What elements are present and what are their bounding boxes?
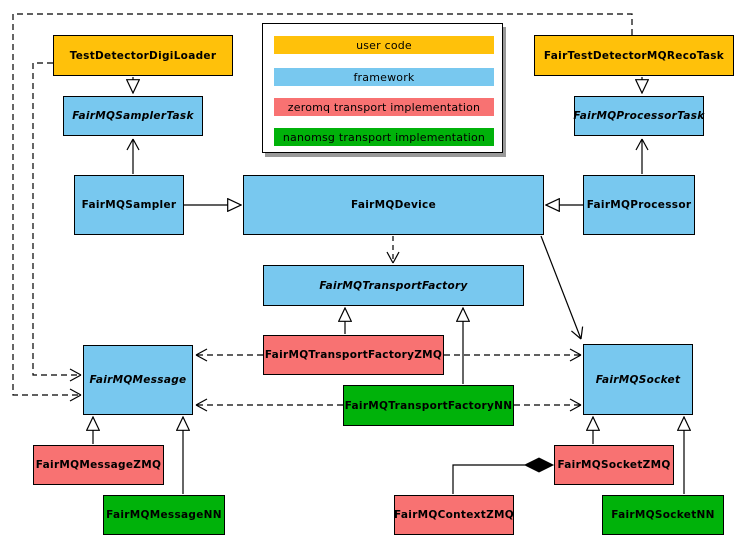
class-box-fairmqtransportfactorynn: FairMQTransportFactoryNN <box>343 385 514 426</box>
class-box-fairmqdevice: FairMQDevice <box>243 175 544 235</box>
class-box-fairmqsocketzmq: FairMQSocketZMQ <box>554 445 674 485</box>
class-box-fairtestdetectormqrecotask: FairTestDetectorMQRecoTask <box>534 35 734 76</box>
composition-diamond <box>523 457 555 473</box>
class-box-fairmqtransportfactory: FairMQTransportFactory <box>263 265 524 306</box>
class-box-fairmqsampler: FairMQSampler <box>74 175 184 235</box>
class-box-fairmqsocketnn: FairMQSocketNN <box>602 495 724 535</box>
class-box-fairmqmessage: FairMQMessage <box>83 345 193 415</box>
class-box-testdetectordigiloader: TestDetectorDigiLoader <box>53 35 233 76</box>
dependency-edge-recotask-to-message <box>12 13 633 402</box>
composition-edge-contextzmq-socketzmq <box>452 464 525 494</box>
class-box-fairmqmessagenn: FairMQMessageNN <box>103 495 225 535</box>
class-box-fairmqsocket: FairMQSocket <box>583 344 693 415</box>
legend-item-zeromq: zeromq transport implementation <box>274 98 494 116</box>
legend-box: user code framework zeromq transport imp… <box>262 23 503 153</box>
class-box-fairmqcontextzmq: FairMQContextZMQ <box>394 495 514 535</box>
legend-item-framework: framework <box>274 68 494 86</box>
class-box-fairmqsamplertask: FairMQSamplerTask <box>63 96 203 136</box>
legend-item-user-code: user code <box>274 36 494 54</box>
class-box-fairmqtransportfactoryzmq: FairMQTransportFactoryZMQ <box>263 335 444 375</box>
association-edge-device-to-socket <box>540 235 584 340</box>
legend-item-nanomsg: nanomsg transport implementation <box>274 128 494 146</box>
class-box-fairmqprocessor: FairMQProcessor <box>583 175 695 235</box>
class-box-fairmqmessagezmq: FairMQMessageZMQ <box>33 445 164 485</box>
class-box-fairmqprocessortask: FairMQProcessorTask <box>573 96 704 136</box>
dependency-edge-digiloader-to-message <box>32 62 82 382</box>
